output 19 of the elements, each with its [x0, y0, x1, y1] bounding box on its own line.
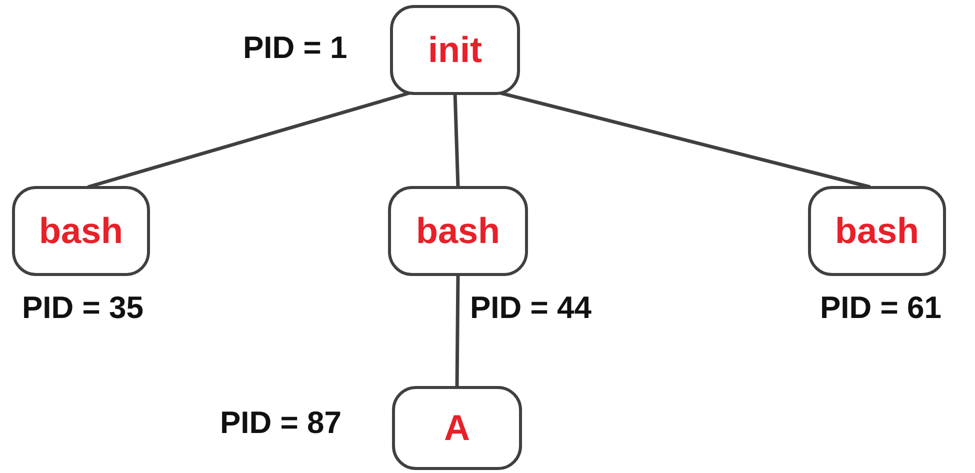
connector-line	[500, 91, 871, 189]
process-box	[808, 186, 946, 276]
pid-label: PID = 1	[243, 30, 348, 66]
connector-line	[87, 91, 410, 189]
process-name: bash	[38, 210, 124, 252]
pid-label: PID = 61	[820, 290, 942, 326]
pid-label: PID = 44	[470, 290, 592, 326]
process-box	[388, 186, 528, 276]
process-box	[390, 5, 520, 95]
process-name: init	[428, 29, 482, 71]
process-box	[12, 186, 150, 276]
process-name: bash	[834, 210, 920, 252]
process-box	[392, 386, 522, 470]
connector-line	[455, 274, 460, 388]
process-name: A	[444, 407, 470, 449]
pid-label: PID = 87	[220, 405, 342, 441]
process-name: bash	[416, 210, 500, 252]
pid-label: PID = 35	[22, 290, 144, 326]
connector-line	[453, 92, 460, 188]
